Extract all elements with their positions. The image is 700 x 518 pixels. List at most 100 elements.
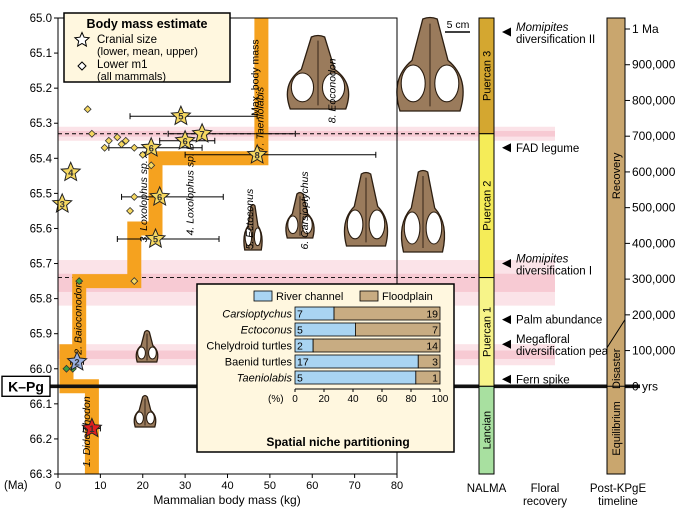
m1-diamond-11 — [130, 192, 139, 201]
skull-orbit-left — [346, 209, 364, 240]
scale-bar-label: 5 cm — [447, 19, 470, 31]
m1-diamond-14 — [62, 364, 71, 373]
timeline-tick-label-1: 900,000 — [632, 58, 676, 72]
inset-river-count-3: 17 — [297, 357, 309, 369]
cranial-star-0 — [81, 417, 103, 438]
legend-diamond-line2: (all mammals) — [97, 71, 166, 83]
floral-event-2-line1: Momipites — [516, 254, 569, 266]
x-tick-label-6: 60 — [306, 480, 318, 492]
y-tick-label-12: 66.2 — [30, 434, 52, 446]
taxon-label-5: 5. Ectoconus — [244, 188, 256, 249]
timeline-bar — [606, 17, 626, 475]
timeline-phase-2: Equilibrium — [611, 401, 623, 455]
cranial-star-label-1: 2 — [74, 357, 79, 368]
inset-x-tick-label-1: 20 — [318, 394, 330, 405]
inset-row-label-2: Chelydroid turtles — [206, 341, 292, 353]
nalma-unit-label-3: Lancian — [482, 411, 494, 450]
scale-bar: 5 cm — [445, 19, 470, 33]
inset-legend-river-swatch — [253, 290, 273, 302]
skull-orbit-right — [146, 411, 155, 425]
y-tick-label-5: 65.5 — [30, 188, 52, 200]
y-tick-label-9: 65.9 — [30, 329, 52, 341]
inset-flood-count-4: 1 — [432, 373, 438, 385]
x-tick-label-8: 80 — [391, 480, 403, 492]
cranial-star-7 — [140, 136, 162, 157]
skull-illustration-3 — [243, 203, 263, 251]
legend-diamond-line1: Lower m1 — [97, 59, 148, 71]
timeline-label-line1: Post-KPgE — [590, 483, 647, 495]
m1-diamond-13 — [75, 277, 84, 286]
timeline-phase-0: Recovery — [611, 152, 623, 199]
kpg-label: K–Pg — [8, 378, 44, 394]
x-tick-label-4: 40 — [221, 480, 233, 492]
x-tick-label-2: 20 — [137, 480, 149, 492]
taxon-label-6: 6. Carsioptychus — [299, 171, 311, 250]
y-tick-label-6: 65.6 — [30, 223, 52, 235]
x-tick-label-5: 50 — [264, 480, 276, 492]
y-tick-label-10: 66.0 — [30, 364, 52, 376]
kpg-label-frame — [1, 375, 51, 398]
inset-x-tick-label-2: 40 — [347, 394, 359, 405]
inset-flood-bar-2 — [312, 338, 441, 353]
y-tick-label-3: 65.3 — [30, 118, 52, 130]
cranial-star-8 — [174, 129, 196, 150]
nalma-unit-label-0: Puercan 3 — [482, 51, 494, 101]
floral-arrow-3 — [502, 315, 511, 325]
floral-event-1-line1: FAD legume — [516, 143, 579, 155]
floral-arrow-0 — [502, 27, 511, 37]
skull-orbit-left — [135, 411, 144, 425]
floral-event-5-line1: Fern spike — [516, 374, 570, 386]
skull-orbit-right — [321, 72, 346, 103]
timeline-tick-label-3: 700,000 — [632, 129, 676, 143]
inset-flood-bar-1 — [355, 322, 441, 337]
inset-river-bar-3 — [294, 354, 419, 369]
inset-row-label-4: Taeniolabis — [237, 373, 293, 385]
skull-orbit-left — [137, 346, 146, 360]
y-tick-label-7: 65.7 — [30, 259, 52, 271]
floral-arrow-4 — [502, 339, 511, 349]
inset-flood-bar-3 — [417, 354, 441, 369]
floral-arrow-5 — [502, 374, 511, 384]
x-tick-label-7: 70 — [349, 480, 361, 492]
inset-row-label-1: Ectoconus — [241, 325, 293, 337]
floral-event-0-line1: Momipites — [516, 22, 569, 34]
legend-star-icon — [73, 31, 91, 48]
m1-diamond-12 — [130, 277, 139, 286]
floral-arrow-1 — [502, 143, 511, 153]
max-body-mass-label: Max. body mass — [249, 39, 261, 115]
skull-illustration-4 — [285, 191, 315, 239]
mass-legend-title: Body mass estimate — [87, 17, 208, 31]
inset-flood-bar-4 — [415, 370, 441, 385]
inset-x-unit: (%) — [268, 394, 284, 405]
x-tick-label-0: 0 — [55, 480, 61, 492]
cranial-star-4 — [144, 227, 167, 249]
skull-orbit-left — [287, 215, 299, 235]
inset-river-count-4: 5 — [297, 373, 303, 385]
skull-illustration-6 — [400, 169, 446, 253]
x-tick-label-1: 10 — [94, 480, 106, 492]
skull-orbit-right — [368, 209, 386, 240]
skull-orbit-right — [425, 211, 443, 245]
nalma-unit-label-1: Puercan 2 — [482, 181, 494, 231]
floral-label-line2: recovery — [523, 496, 567, 508]
m1-diamond-8 — [138, 150, 147, 159]
cranial-star-label-10: 8 — [255, 150, 260, 161]
timeline-tick-label-0: 1 Ma — [632, 22, 659, 36]
cranial-star-3 — [60, 161, 82, 182]
floral-event-4-line1: Megafloral — [516, 334, 570, 346]
cranial-star-label-2: 3 — [60, 199, 65, 210]
inset-legend-river-label: River channel — [276, 291, 343, 303]
m1-diamond-0 — [83, 105, 92, 114]
skull-orbit-left — [403, 211, 421, 245]
floral-event-0-line2: diversification II — [516, 34, 595, 46]
timeline-tick-label-7: 300,000 — [632, 272, 676, 286]
taxon-label-8: 8. Eoconodon — [327, 58, 339, 123]
inset-river-count-1: 5 — [297, 325, 303, 337]
inset-row-label-3: Baenid turtles — [225, 357, 293, 369]
timeline-tick-label-8: 200,000 — [632, 308, 676, 322]
